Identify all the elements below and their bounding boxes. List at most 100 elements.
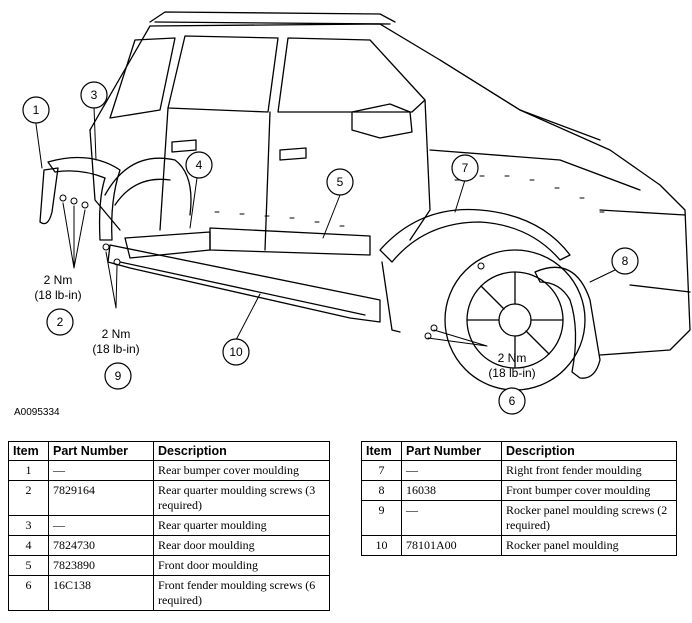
item-cell: 9 bbox=[361, 500, 402, 536]
rear-window bbox=[109, 37, 176, 119]
front-door-moulding bbox=[209, 227, 371, 256]
svg-text:9: 9 bbox=[115, 369, 122, 383]
table-row: 9—Rocker panel moulding screws (2 requir… bbox=[361, 500, 677, 536]
table-header-row: Item Part Number Description bbox=[8, 441, 330, 461]
callout-8: 8 bbox=[611, 247, 639, 275]
description-cell: Rear quarter moulding screws (3 required… bbox=[153, 480, 330, 516]
svg-text:4: 4 bbox=[196, 158, 203, 172]
item-cell: 10 bbox=[361, 535, 402, 556]
svg-text:(18 lb-in): (18 lb-in) bbox=[92, 342, 139, 356]
header-description: Description bbox=[153, 441, 330, 461]
callout-4: 4 bbox=[185, 151, 213, 179]
header-part-number: Part Number bbox=[401, 441, 502, 461]
callout-6: 6 bbox=[498, 387, 526, 415]
screw bbox=[102, 243, 110, 251]
callout-7: 7 bbox=[451, 154, 479, 182]
svg-text:2 Nm: 2 Nm bbox=[102, 327, 131, 341]
callout-10: 10 bbox=[222, 338, 250, 366]
description-cell: Front door moulding bbox=[153, 555, 330, 576]
rear-quarter-moulding bbox=[47, 156, 121, 241]
header-item: Item bbox=[361, 441, 402, 461]
part-number-cell: 78101A00 bbox=[401, 535, 502, 556]
svg-text:2: 2 bbox=[57, 315, 64, 329]
screw bbox=[59, 194, 67, 202]
rear-door-moulding bbox=[124, 231, 211, 259]
front-bumper-moulding bbox=[534, 266, 601, 379]
roof-rack bbox=[149, 11, 396, 23]
screw bbox=[81, 201, 89, 209]
svg-text:2 Nm: 2 Nm bbox=[498, 351, 527, 365]
svg-text:1: 1 bbox=[33, 103, 40, 117]
part-number-cell: 7824730 bbox=[48, 535, 154, 556]
svg-text:7: 7 bbox=[462, 161, 469, 175]
callout-2: 2 bbox=[46, 308, 74, 336]
part-number-cell: 7829164 bbox=[48, 480, 154, 516]
svg-text:6: 6 bbox=[509, 394, 516, 408]
exterior-moulding-illustration: 1 2 3 4 5 6 7 8 9 10 2 Nm (18 lb-in) 2 N… bbox=[22, 11, 691, 415]
part-number-cell: — bbox=[48, 460, 154, 481]
table-row: 7—Right front fender moulding bbox=[361, 460, 677, 481]
description-cell: Front fender moulding screws (6 required… bbox=[153, 575, 330, 611]
figure-reference-code: A0095334 bbox=[14, 407, 60, 418]
front-fender-moulding bbox=[379, 208, 571, 263]
screw bbox=[430, 324, 438, 332]
header-description: Description bbox=[501, 441, 677, 461]
table-header-row: Item Part Number Description bbox=[361, 441, 677, 461]
svg-text:5: 5 bbox=[337, 175, 344, 189]
description-cell: Rear bumper cover moulding bbox=[153, 460, 330, 481]
description-cell: Rocker panel moulding screws (2 required… bbox=[501, 500, 677, 536]
rear-door-handle bbox=[171, 139, 197, 153]
callout-5: 5 bbox=[326, 168, 354, 196]
svg-text:(18 lb-in): (18 lb-in) bbox=[34, 288, 81, 302]
part-number-cell: — bbox=[401, 460, 502, 481]
item-cell: 4 bbox=[8, 535, 49, 556]
torque-label-2: 2 Nm (18 lb-in) bbox=[34, 273, 81, 302]
front-door-window bbox=[277, 37, 426, 113]
torque-label-9: 2 Nm (18 lb-in) bbox=[92, 327, 139, 356]
rear-wheel-arch bbox=[104, 157, 192, 216]
svg-text:3: 3 bbox=[91, 88, 98, 102]
description-cell: Right front fender moulding bbox=[501, 460, 677, 481]
parts-table-left: Item Part Number Description 1—Rear bump… bbox=[8, 441, 330, 611]
description-cell: Rear door moulding bbox=[153, 535, 330, 556]
item-cell: 8 bbox=[361, 480, 402, 501]
front-door-handle bbox=[279, 147, 307, 161]
svg-text:10: 10 bbox=[229, 345, 243, 359]
item-cell: 7 bbox=[361, 460, 402, 481]
description-cell: Rocker panel moulding bbox=[501, 535, 677, 556]
part-number-cell: — bbox=[401, 500, 502, 536]
item-cell: 1 bbox=[8, 460, 49, 481]
header-item: Item bbox=[8, 441, 49, 461]
rear-door-seam bbox=[159, 107, 169, 231]
svg-text:(18 lb-in): (18 lb-in) bbox=[488, 366, 535, 380]
callout-1: 1 bbox=[22, 96, 50, 124]
screw bbox=[70, 197, 78, 205]
part-number-cell: 16038 bbox=[401, 480, 502, 501]
item-cell: 2 bbox=[8, 480, 49, 516]
callout-9: 9 bbox=[104, 362, 132, 390]
description-cell: Rear quarter moulding bbox=[153, 515, 330, 536]
svg-text:8: 8 bbox=[622, 254, 629, 268]
callout-3: 3 bbox=[80, 81, 108, 109]
front-door-seam bbox=[409, 99, 431, 241]
table-row: 3—Rear quarter moulding bbox=[8, 515, 330, 536]
table-row: 1—Rear bumper cover moulding bbox=[8, 460, 330, 481]
description-cell: Front bumper cover moulding bbox=[501, 480, 677, 501]
item-cell: 5 bbox=[8, 555, 49, 576]
vehicle-body bbox=[89, 23, 691, 356]
screw bbox=[424, 332, 432, 340]
item-cell: 3 bbox=[8, 515, 49, 536]
torque-label-6: 2 Nm (18 lb-in) bbox=[488, 351, 535, 380]
svg-text:2 Nm: 2 Nm bbox=[44, 273, 73, 287]
part-number-cell: 7823890 bbox=[48, 555, 154, 576]
screw bbox=[113, 258, 121, 266]
parts-table-right: Item Part Number Description 7—Right fro… bbox=[361, 441, 677, 556]
